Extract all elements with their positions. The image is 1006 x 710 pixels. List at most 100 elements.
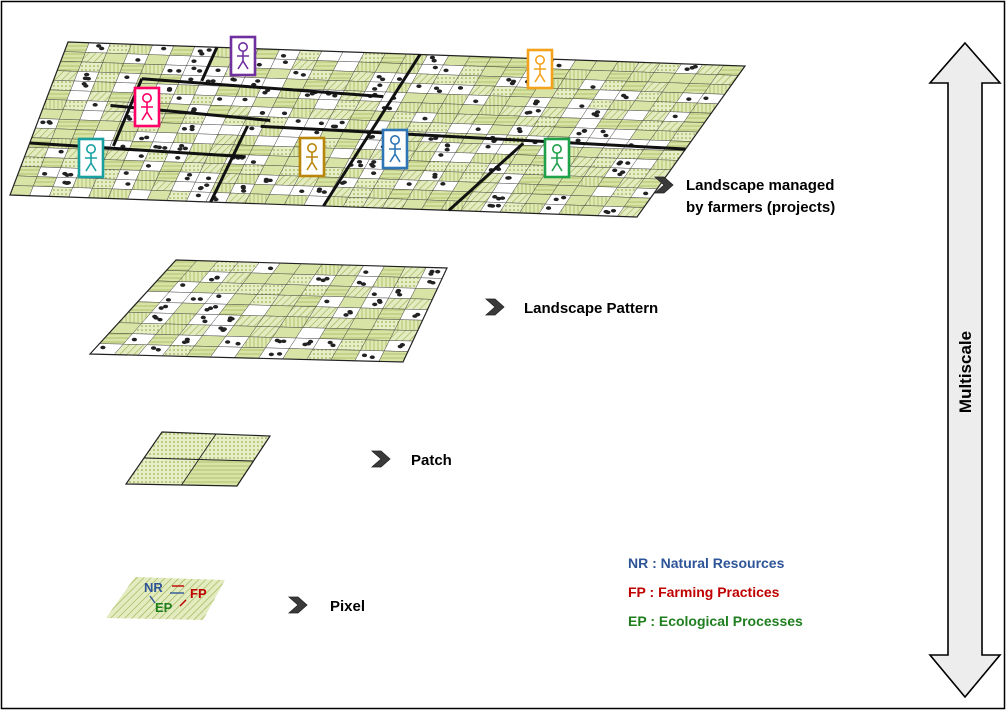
farmer-frame	[543, 137, 571, 179]
grid-dot	[361, 353, 368, 358]
grid-dot	[377, 83, 383, 88]
grid-dot	[276, 352, 283, 356]
farmer-body	[237, 51, 249, 70]
grid-dot	[625, 161, 631, 165]
grid-dot	[176, 96, 182, 100]
grid-dot	[422, 116, 428, 121]
grid-dot	[397, 344, 403, 349]
grid-dot	[155, 347, 161, 352]
grid-dot	[299, 189, 305, 194]
grid-dot	[620, 170, 626, 174]
grid-dot	[406, 182, 412, 186]
grid-dot	[432, 172, 438, 177]
grid-dot	[206, 48, 212, 52]
grid-dot	[561, 195, 567, 200]
grid-dot	[62, 171, 68, 176]
grid-dot	[369, 134, 376, 139]
pixel-tile	[106, 577, 225, 620]
grid-dot	[215, 68, 221, 73]
grid-dot	[457, 86, 464, 90]
grid-cell	[77, 61, 103, 73]
grid-dot	[324, 299, 330, 304]
grid-dot	[250, 160, 257, 164]
grid-dot	[616, 161, 622, 166]
grid-dot	[255, 79, 261, 83]
farmer-body	[534, 64, 546, 83]
grid-dot	[545, 206, 552, 210]
grid-dot	[191, 59, 197, 63]
grid-dot	[686, 97, 692, 101]
grid-dot	[321, 190, 327, 194]
grid-dot	[268, 352, 274, 357]
grid-dot	[440, 182, 446, 186]
grid-dot	[217, 97, 223, 101]
grid-cell	[106, 43, 132, 55]
grid-cell	[148, 44, 175, 56]
grid-cell	[90, 81, 117, 93]
grid-dot	[431, 58, 437, 63]
grid-border	[88, 259, 448, 363]
grid-dot	[332, 93, 338, 98]
landscape-pattern-grid	[88, 259, 448, 363]
grid-dot	[576, 131, 582, 136]
grid-dot	[256, 62, 262, 67]
grid-cell	[119, 63, 145, 74]
grid-dot	[197, 69, 203, 73]
grid-dot	[281, 339, 287, 344]
grid-cell	[107, 91, 133, 103]
grid-dot	[491, 139, 497, 144]
grid-dot	[131, 337, 137, 342]
grid-dot	[195, 193, 201, 198]
grid-dot	[435, 269, 441, 274]
grid-dot	[167, 68, 173, 73]
grid-dot	[397, 292, 403, 297]
grid-cell	[102, 52, 128, 64]
grid-cell	[40, 157, 65, 168]
grid-dot	[590, 85, 596, 89]
grid-dot	[302, 342, 308, 347]
grid-dot	[506, 78, 512, 82]
grid-dot	[369, 355, 375, 360]
grid-dot	[703, 96, 709, 101]
grid-cell	[55, 119, 81, 130]
grid-dot	[415, 312, 421, 317]
grid-dot	[499, 196, 506, 200]
project-boundary	[322, 53, 422, 207]
grid-dot	[161, 46, 167, 51]
grid-cell	[36, 166, 61, 178]
grid-dot	[188, 77, 194, 82]
grid-dot	[612, 168, 618, 173]
farmer-body	[306, 152, 318, 171]
grid-dot	[139, 136, 145, 141]
grid-dot	[181, 127, 188, 131]
grid-cell	[111, 82, 137, 93]
grid-dot	[316, 277, 322, 281]
grid-dot	[692, 64, 698, 69]
grid-dot	[190, 297, 196, 301]
grid-dot	[416, 84, 422, 88]
grid-dot	[205, 176, 212, 181]
grid-dot	[165, 298, 172, 302]
grid-dot	[277, 339, 283, 344]
grid-cell	[60, 51, 86, 63]
grid-dot	[492, 195, 498, 199]
grid-dot	[300, 73, 306, 77]
grid-dot	[156, 145, 162, 150]
level-label-landscape-line1: Landscape managed	[686, 177, 834, 194]
grid-dot	[162, 304, 169, 309]
chevron-icon	[484, 298, 505, 316]
grid-cell	[144, 54, 170, 66]
legend-fp: FP : Farming Practices	[628, 584, 780, 600]
grid-cell	[165, 55, 192, 66]
grid-dot	[429, 269, 435, 274]
grid-dot	[395, 290, 401, 294]
grid-dot	[40, 120, 46, 125]
grid-dot	[84, 72, 90, 77]
level-label-pixel: Pixel	[330, 598, 365, 615]
grid-dot	[327, 340, 333, 345]
grid-dot	[186, 173, 193, 177]
grid-dot	[68, 172, 74, 177]
grid-dot	[380, 77, 386, 82]
grid-dot	[127, 117, 133, 121]
grid-dot	[241, 189, 247, 193]
